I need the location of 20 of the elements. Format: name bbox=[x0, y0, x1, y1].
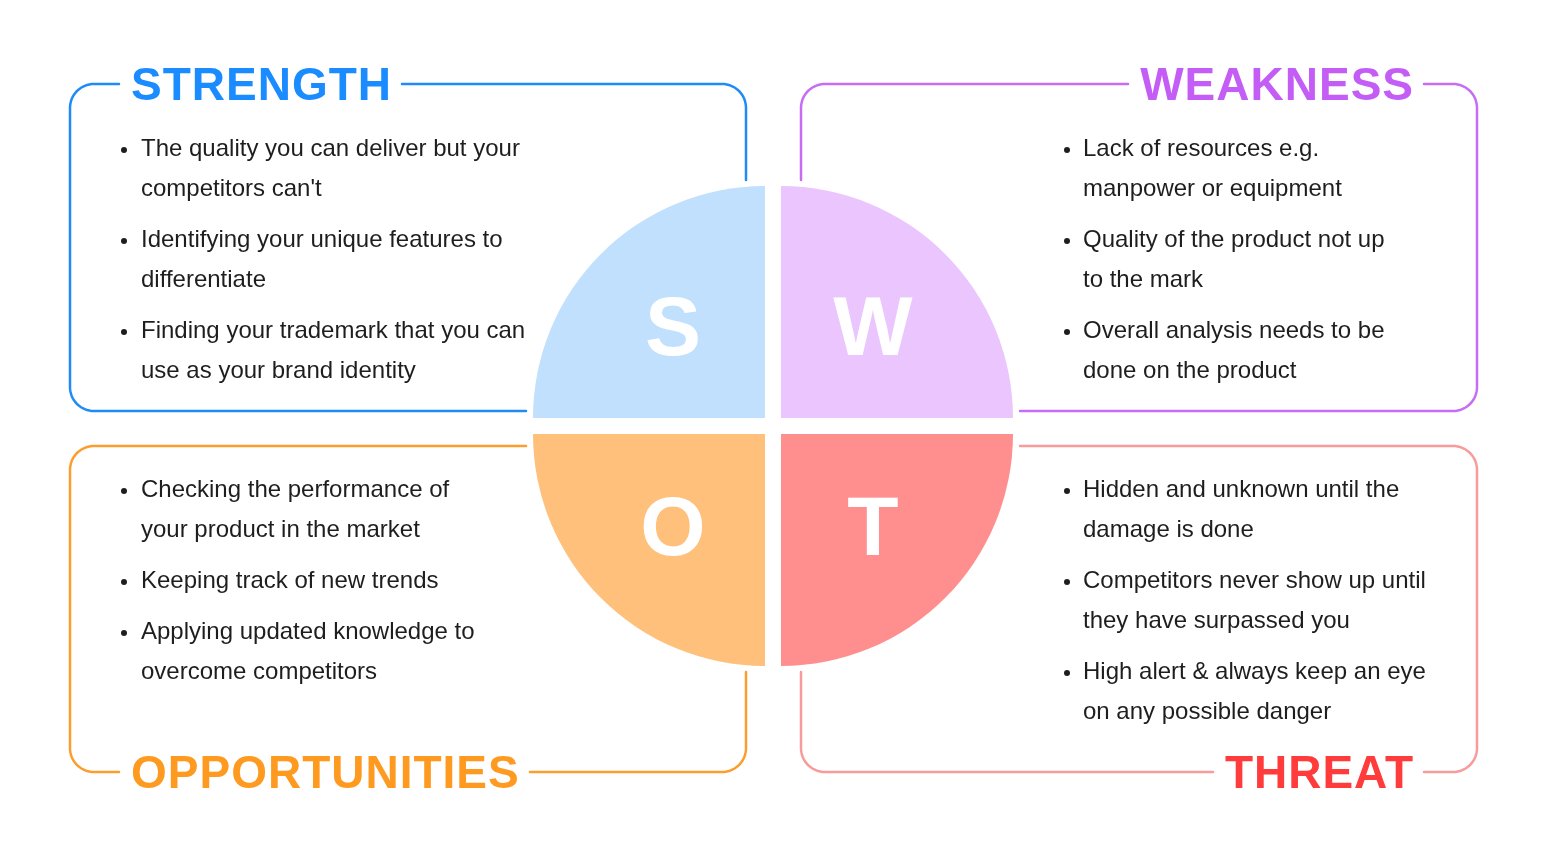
panel-heading: STRENGTH bbox=[131, 61, 392, 107]
bullet-text: Checking the performance of your product in the market bbox=[141, 474, 451, 544]
bullet-text: Finding your trademark that you can use as your brand identity bbox=[141, 315, 527, 385]
panel-heading: THREAT bbox=[1224, 749, 1414, 795]
bullet-text: Applying updated knowledge to overcome competitors bbox=[141, 616, 476, 686]
bullet-text: High alert & always keep an eye on any possible danger bbox=[1083, 656, 1427, 726]
bullet-text: Keeping track of new trends bbox=[141, 565, 440, 595]
quadrant-letter: S bbox=[645, 284, 701, 368]
bullet-text: Overall analysis needs to be done on the product bbox=[1083, 315, 1386, 385]
bullet-text: Identifying your unique features to differentiate bbox=[141, 224, 504, 294]
bullet-text: The quality you can deliver but your competitors can't bbox=[141, 133, 521, 203]
panel-heading: OPPORTUNITIES bbox=[131, 749, 520, 795]
bullet-text: Competitors never show up until they have surpassed you bbox=[1083, 565, 1427, 635]
quadrant-letter: W bbox=[833, 284, 913, 368]
quadrant-letter: T bbox=[847, 484, 899, 568]
bullet-text: Quality of the product not up to the mark bbox=[1083, 224, 1386, 294]
bullet-text: Hidden and unknown until the damage is done bbox=[1083, 474, 1401, 544]
bullet-text: Lack of resources e.g. manpower or equipment bbox=[1083, 133, 1343, 203]
panel-heading: WEAKNESS bbox=[1140, 61, 1414, 107]
quadrant-letter: O bbox=[640, 484, 706, 568]
